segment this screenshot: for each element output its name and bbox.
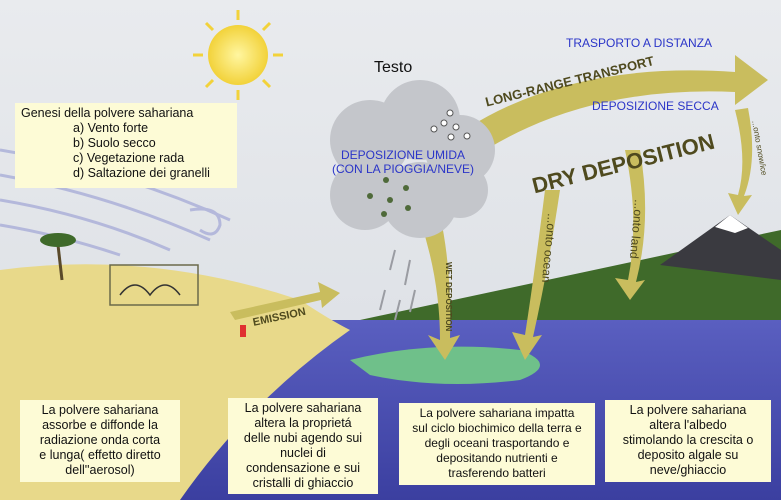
rain — [379, 249, 416, 321]
long-range-it-label: TRASPORTO A DISTANZA — [566, 36, 713, 50]
box-line: radiazione onda corta — [39, 433, 161, 447]
genesis-item: d) Saltazione dei granelli — [73, 166, 210, 180]
genesis-heading: Genesi della polvere sahariana — [21, 106, 194, 120]
wet-it-line: DEPOSIZIONE UMIDA — [340, 148, 465, 162]
snow-cap — [715, 215, 748, 233]
long-range-arrow — [450, 55, 768, 160]
info-box-albedo: La polvere sahariana altera l'albedo sti… — [605, 400, 771, 482]
saltation-path — [119, 284, 181, 297]
box-line: deposito algale su — [637, 448, 739, 462]
wet-it-label: DEPOSIZIONE UMIDA (CON LA PIOGGIA/NEVE) — [328, 148, 478, 176]
genesis-box: Genesi della polvere sahariana a) Vento … — [15, 103, 237, 188]
genesis-item: c) Vegetazione rada — [73, 151, 185, 165]
box-line: depositando nutrienti e — [436, 451, 558, 465]
box-line: condensazione e sui — [246, 461, 360, 475]
arrows — [230, 55, 768, 360]
dry-it-label: DEPOSIZIONE SECCA — [592, 99, 719, 113]
box-line: dell''aerosol) — [65, 463, 135, 477]
genesis-item: a) Vento forte — [73, 121, 149, 135]
wet-it-line: (CON LA PIOGGIA/NEVE) — [331, 162, 475, 176]
onto-land-arrow — [615, 150, 646, 300]
box-line: neve/ghiaccio — [649, 463, 727, 477]
box-line: delle nubi agendo sui — [243, 431, 363, 445]
onto-snow-arrow — [728, 108, 753, 215]
onto-ocean-arrow — [512, 190, 560, 360]
cloud — [330, 80, 495, 238]
box-line: cristalli di ghiaccio — [252, 476, 354, 490]
info-box-biochemical: La polvere sahariana impatta sul ciclo b… — [399, 403, 595, 485]
box-line: assorbe e diffonde la — [42, 418, 158, 432]
wet-en-label: WET DEPOSITION — [444, 262, 453, 332]
box-line: sul ciclo biochimico della terra e — [412, 421, 582, 435]
info-box-clouds: La polvere sahariana altera la proprietá… — [228, 398, 378, 494]
box-line: La polvere sahariana — [41, 403, 159, 417]
sun-icon — [193, 10, 283, 100]
box-line: trasferendo batteri — [448, 466, 546, 480]
mountain — [660, 215, 781, 280]
box-line: stimolando la crescita o — [622, 433, 754, 447]
box-line: La polvere sahariana impatta — [419, 406, 575, 420]
box-line: e lunga( effetto diretto — [39, 448, 161, 462]
box-line: degli oceani trasportando e — [424, 436, 570, 450]
emission-arrow — [230, 282, 340, 320]
wet-deposition-arrow — [420, 215, 460, 360]
box-line: nuclei di — [280, 446, 326, 460]
palm-tree — [40, 233, 76, 281]
algae-bloom — [350, 346, 540, 384]
box-line: altera la proprietá — [254, 416, 352, 430]
saltation-inset — [109, 264, 199, 306]
box-line: La polvere sahariana — [244, 401, 362, 415]
title-text: Testo — [374, 59, 413, 76]
box-line: La polvere sahariana — [629, 403, 747, 417]
red-marker — [240, 325, 246, 337]
box-line: altera l'albedo — [649, 418, 727, 432]
genesis-item: b) Suolo secco — [73, 136, 156, 150]
info-box-radiation: La polvere sahariana assorbe e diffonde … — [20, 400, 180, 482]
dust-particles — [367, 109, 471, 217]
